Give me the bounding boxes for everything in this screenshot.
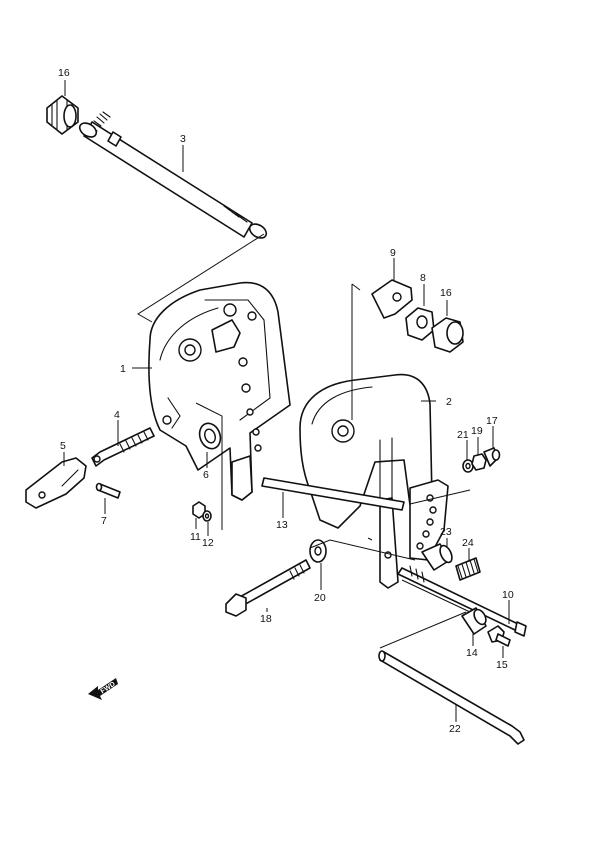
callout-11: 11 xyxy=(190,531,201,543)
part-12-washer xyxy=(202,510,212,522)
part-4-threaded-stud xyxy=(91,427,155,467)
callout-13: 13 xyxy=(276,519,288,531)
part-10-bolt xyxy=(397,565,527,637)
callout-18: 18 xyxy=(260,613,272,625)
part-15-bolt xyxy=(487,625,511,647)
callout-3: 3 xyxy=(180,133,186,145)
part-8-nut xyxy=(405,307,435,341)
callout-19: 19 xyxy=(471,425,483,437)
callout-8: 8 xyxy=(420,272,426,284)
part-14-spacer xyxy=(461,607,487,635)
part-5-tilt-lever xyxy=(25,457,87,509)
callout-21: 21 xyxy=(457,429,469,441)
callout-14: 14 xyxy=(466,647,478,659)
callout-15: 15 xyxy=(496,659,508,671)
callout-24: 24 xyxy=(462,537,474,549)
part-21-washer xyxy=(462,459,474,473)
part-3-tilt-tube xyxy=(78,111,268,239)
callout-9: 9 xyxy=(390,247,396,259)
part-20-washer xyxy=(309,539,327,563)
callout-10: 10 xyxy=(502,589,514,601)
callout-7: 7 xyxy=(101,515,107,527)
callout-12: 12 xyxy=(202,537,214,549)
part-23-collar xyxy=(421,543,453,571)
callout-20: 20 xyxy=(314,592,326,604)
part-19-nut xyxy=(471,453,487,471)
part-13-through-bolt xyxy=(261,477,405,511)
callout-22: 22 xyxy=(449,723,461,735)
part-9-tab-plate xyxy=(371,279,413,319)
part-16-cap-nut-right xyxy=(431,317,464,353)
part-17-cap xyxy=(483,447,501,467)
fwd-arrow-icon: FWD xyxy=(88,678,118,700)
callout-16: 16 xyxy=(58,67,70,79)
callout-17: 17 xyxy=(486,415,498,427)
callout-2: 2 xyxy=(446,396,452,408)
callout-6: 6 xyxy=(203,469,209,481)
callout-1: 1 xyxy=(120,363,126,375)
callout-4: 4 xyxy=(114,409,120,421)
callout-23: 23 xyxy=(440,526,452,538)
part-6-bushing xyxy=(198,422,222,450)
callout-5: 5 xyxy=(60,440,66,452)
fwd-label: FWD xyxy=(100,681,117,696)
part-22-rod xyxy=(378,650,525,745)
part-18-hex-bolt xyxy=(225,559,311,617)
part-16-cap-nut-top xyxy=(46,95,79,135)
callout-16: 16 xyxy=(440,287,452,299)
part-1-clamp-bracket-left xyxy=(148,281,291,501)
part-7-pin xyxy=(95,482,121,499)
callout-labels: 16 3 9 8 16 1 2 4 5 6 7 11 12 13 17 19 2… xyxy=(58,67,514,735)
part-24-spring xyxy=(455,557,481,581)
leader-lines xyxy=(63,80,510,722)
